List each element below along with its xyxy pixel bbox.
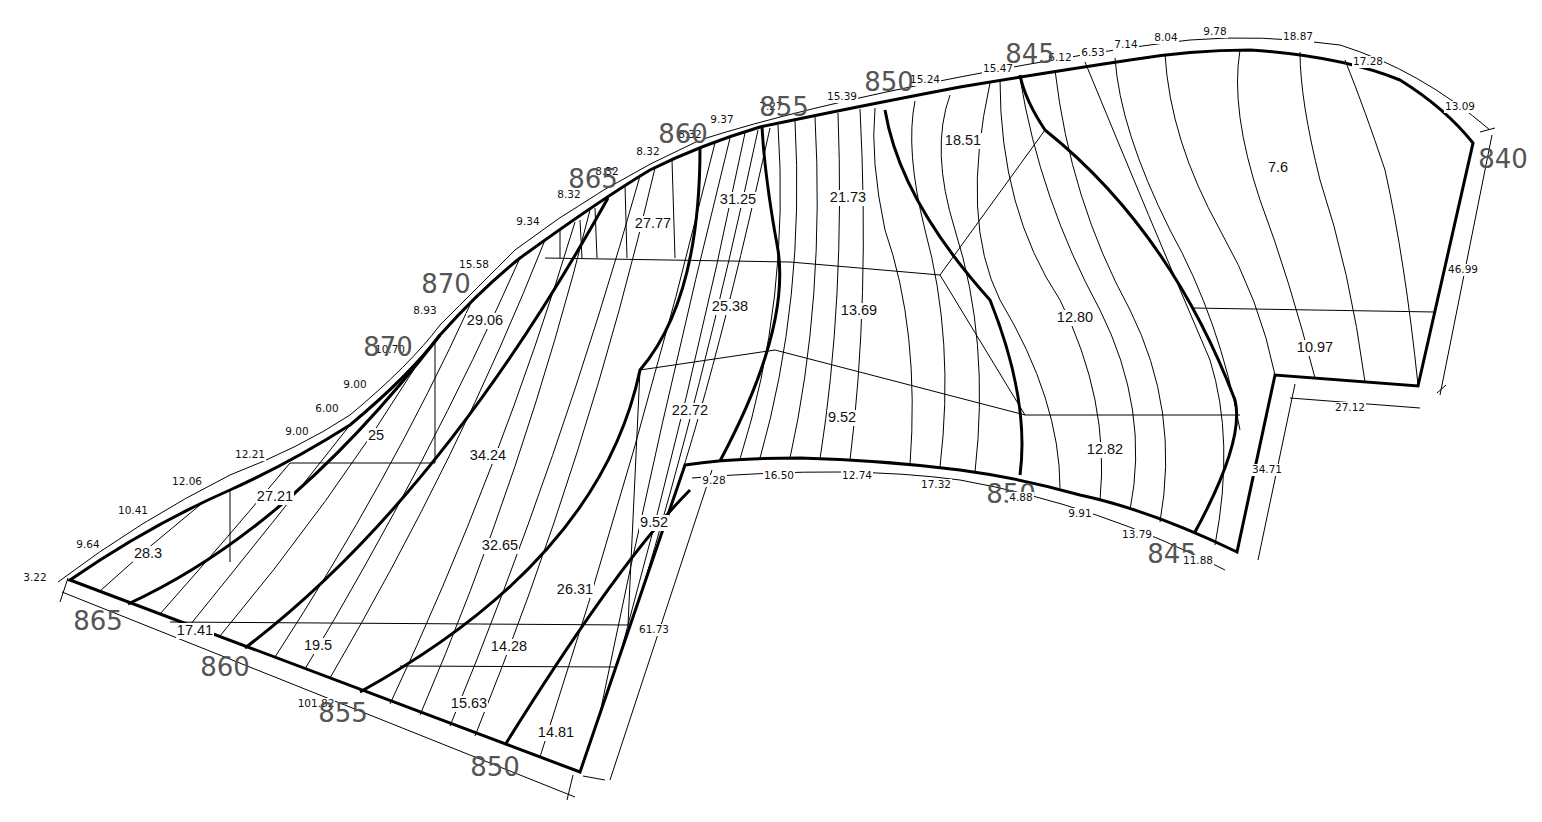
area-value: 31.25 (719, 192, 757, 207)
area-value: 25 (367, 428, 385, 443)
contour-elevation: 845 (1004, 41, 1056, 68)
contour-elevation: 860 (657, 121, 709, 148)
dimension-label: 61.73 (638, 624, 670, 635)
area-value: 21.73 (829, 190, 867, 205)
contour-elevation: 850 (469, 754, 521, 781)
dimension-label: 11.88 (1182, 555, 1214, 566)
area-value: 14.28 (490, 639, 528, 654)
dimension-label: 15.39 (826, 91, 858, 102)
area-value: 7.6 (1267, 160, 1289, 175)
dimension-label: 8.93 (412, 305, 437, 316)
contour-elevation: 865 (567, 166, 619, 193)
area-value: 12.80 (1056, 310, 1094, 325)
contour-elevation: 870 (420, 271, 472, 298)
dimension-label: 16.50 (763, 470, 795, 481)
dimension-label: 13.09 (1444, 101, 1476, 112)
dimension-label: 9.34 (515, 216, 540, 227)
area-value: 14.81 (537, 725, 575, 740)
area-value: 22.72 (671, 403, 709, 418)
area-value: 27.21 (256, 489, 294, 504)
contour-elevation: 855 (758, 94, 810, 121)
dimension-label: 7.14 (1113, 39, 1138, 50)
area-value: 9.52 (827, 410, 857, 425)
dimension-label: 8.04 (1153, 32, 1178, 43)
dimension-label: 13.79 (1121, 529, 1153, 540)
area-value: 10.97 (1296, 340, 1334, 355)
area-value: 26.31 (556, 582, 594, 597)
area-value: 13.69 (840, 303, 878, 318)
dimension-label: 34.71 (1251, 464, 1283, 475)
area-value: 19.5 (303, 638, 333, 653)
dimension-label: 46.99 (1447, 264, 1479, 275)
dimension-label: 18.87 (1282, 31, 1314, 42)
dimension-label: 9.78 (1202, 26, 1227, 37)
area-value: 34.24 (469, 448, 507, 463)
area-value: 17.41 (176, 623, 214, 638)
contour-elevation: 860 (199, 654, 251, 681)
contour-elevation: 855 (317, 700, 369, 727)
dimension-label: 27.12 (1334, 402, 1366, 413)
dimension-label: 12.21 (234, 449, 266, 460)
dimension-label: 10.41 (117, 505, 149, 516)
contour-elevation: 870 (362, 334, 414, 361)
dimension-label: 17.32 (920, 479, 952, 490)
area-value: 27.77 (634, 216, 672, 231)
dimension-label: 4.88 (1008, 492, 1033, 503)
dimension-label: 6.53 (1080, 47, 1105, 58)
area-value: 18.51 (944, 133, 982, 148)
dimension-label: 9.00 (284, 426, 309, 437)
dimension-label: 6.00 (314, 403, 339, 414)
dimension-label: 12.06 (171, 476, 203, 487)
contour-elevation: 865 (72, 608, 124, 635)
contour-elevation: 840 (1477, 146, 1529, 173)
area-value: 28.3 (133, 546, 163, 561)
dimension-label: 3.22 (22, 572, 47, 583)
dimension-label: 9.28 (701, 475, 726, 486)
area-value: 32.65 (481, 538, 519, 553)
dimension-label: 17.28 (1352, 56, 1384, 67)
dimension-label: 15.58 (458, 259, 490, 270)
dimension-label: 12.74 (841, 470, 873, 481)
dimension-label: 9.64 (75, 539, 100, 550)
dimension-label: 8.32 (635, 146, 660, 157)
dimension-label: 9.91 (1067, 508, 1092, 519)
area-value: 29.06 (466, 313, 504, 328)
dimension-label: 9.37 (709, 114, 734, 125)
dimension-label: 9.00 (342, 379, 367, 390)
contour-elevation: 850 (863, 69, 915, 96)
area-value: 15.63 (450, 696, 488, 711)
area-value: 9.52 (639, 515, 669, 530)
area-value: 12.82 (1086, 442, 1124, 457)
area-value: 25.38 (711, 299, 749, 314)
